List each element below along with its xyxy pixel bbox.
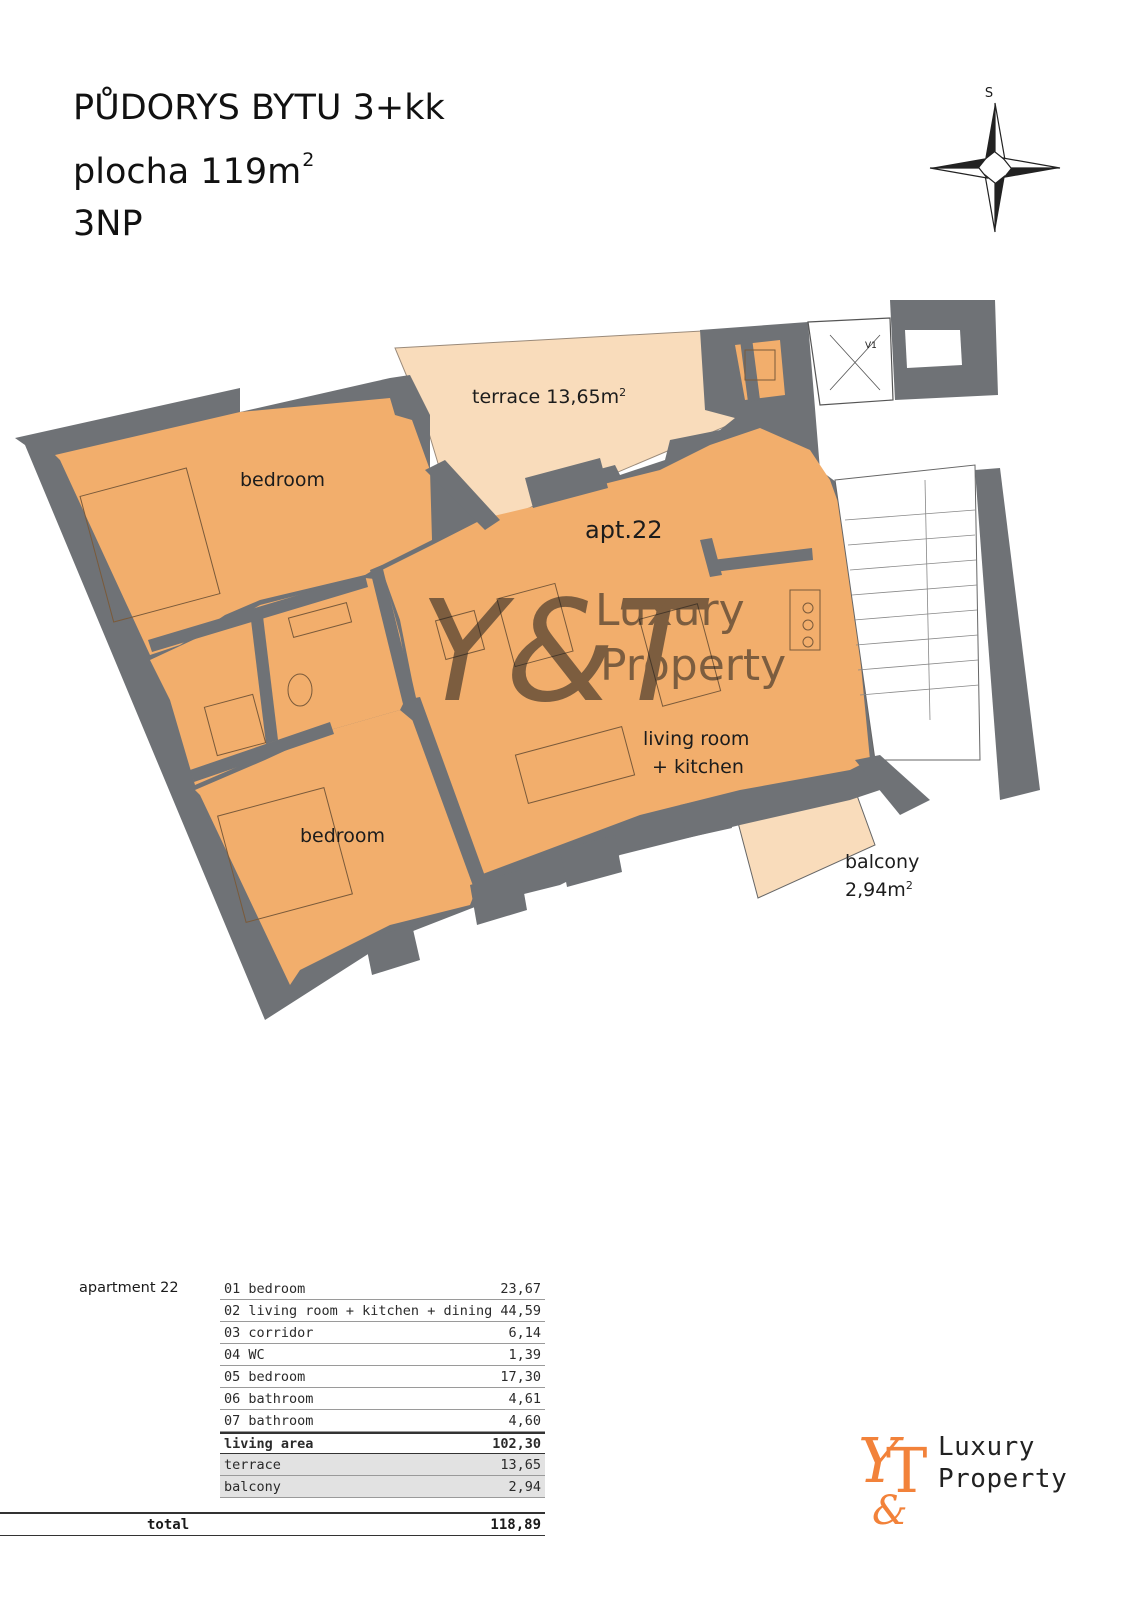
table-row: 01 bedroom 23,67	[220, 1278, 545, 1300]
floor-plan: S V1	[15, 86, 1061, 1020]
compass-icon: S	[929, 86, 1061, 233]
title-line-3: 3NP	[73, 204, 143, 244]
bedroom-bottom-label: bedroom	[300, 825, 385, 847]
stair-mark: V1	[865, 341, 877, 351]
row-name: 02 living room + kitchen + dining	[224, 1302, 493, 1319]
row-name: 04 WC	[224, 1346, 265, 1363]
row-name: balcony	[224, 1478, 281, 1495]
balcony-area-label: 2,94m2	[845, 879, 913, 901]
watermark-word-2: Property	[600, 640, 786, 691]
table-row: 04 WC 1,39	[220, 1344, 545, 1366]
table-rows: 01 bedroom 23,67 02 living room + kitchen…	[220, 1278, 545, 1498]
row-area: 1,39	[508, 1346, 541, 1363]
watermark-monogram: Y&T	[420, 571, 710, 734]
balcony-label: balcony	[845, 851, 919, 873]
table-row: 07 bathroom 4,60	[220, 1410, 545, 1432]
row-area: 4,61	[508, 1390, 541, 1407]
terrace-label: terrace 13,65m2	[472, 386, 626, 408]
living-room-label: living room	[643, 728, 749, 750]
title-line-1: PŮDORYS BYTU 3+kk	[73, 88, 445, 128]
svg-text:&: &	[872, 1488, 908, 1530]
row-name: total	[147, 1516, 190, 1533]
logo-word-2: Property	[938, 1464, 1068, 1494]
row-area: 4,60	[508, 1412, 541, 1429]
watermark: Y&T Luxury Property	[420, 571, 786, 734]
row-name: 07 bathroom	[224, 1412, 314, 1429]
apartment-label: apt.22	[585, 516, 663, 544]
room-bedroom-top	[55, 398, 432, 655]
row-area: 2,94	[508, 1478, 541, 1495]
bedroom-top-label: bedroom	[240, 469, 325, 491]
watermark-word-1: Luxury	[595, 585, 745, 636]
total-row: total 118,89	[0, 1512, 545, 1536]
row-area: 102,30	[492, 1435, 541, 1452]
room-living-kitchen	[382, 428, 870, 875]
furniture	[79, 349, 821, 923]
title-line-2: plocha 119m2	[73, 134, 445, 198]
row-name: living area	[224, 1435, 314, 1452]
stairwell: V1	[807, 300, 1040, 815]
row-name: 03 corridor	[224, 1324, 314, 1341]
row-area: 13,65	[500, 1456, 541, 1473]
row-area: 44,59	[500, 1302, 541, 1319]
svg-text:Y: Y	[858, 1424, 904, 1497]
logo-word-1: Luxury	[938, 1432, 1035, 1462]
living-area-row: living area 102,30	[220, 1432, 545, 1454]
interior-walls	[148, 338, 813, 975]
kitchen-label: + kitchen	[652, 756, 744, 778]
row-name: terrace	[224, 1456, 281, 1473]
row-name: 06 bathroom	[224, 1390, 314, 1407]
table-apartment-label: apartment 22	[79, 1280, 179, 1296]
room-bedroom-bottom	[195, 710, 480, 985]
row-name: 01 bedroom	[224, 1280, 306, 1297]
svg-text:T: T	[886, 1434, 927, 1507]
row-area: 23,67	[500, 1280, 541, 1297]
table-row: 03 corridor 6,14	[220, 1322, 545, 1344]
row-area: 17,30	[500, 1368, 541, 1385]
terrace-row: terrace 13,65	[220, 1454, 545, 1476]
page-title: PŮDORYS BYTU 3+kk plocha 119m2 3NP	[73, 82, 445, 250]
compass-label: S	[985, 86, 993, 101]
table-row: 02 living room + kitchen + dining 44,59	[220, 1300, 545, 1322]
area-superscript: 2	[302, 149, 315, 171]
brand-logo: Y T & Luxury Property	[858, 1420, 1078, 1534]
table-row: 06 bathroom 4,61	[220, 1388, 545, 1410]
row-area: 118,89	[490, 1516, 541, 1533]
balcony-row: balcony 2,94	[220, 1476, 545, 1498]
table-row: 05 bedroom 17,30	[220, 1366, 545, 1388]
area-text: plocha 119m	[73, 152, 302, 192]
row-name: 05 bedroom	[224, 1368, 306, 1385]
row-area: 6,14	[508, 1324, 541, 1341]
logo-monogram-icon: Y T &	[858, 1424, 927, 1534]
